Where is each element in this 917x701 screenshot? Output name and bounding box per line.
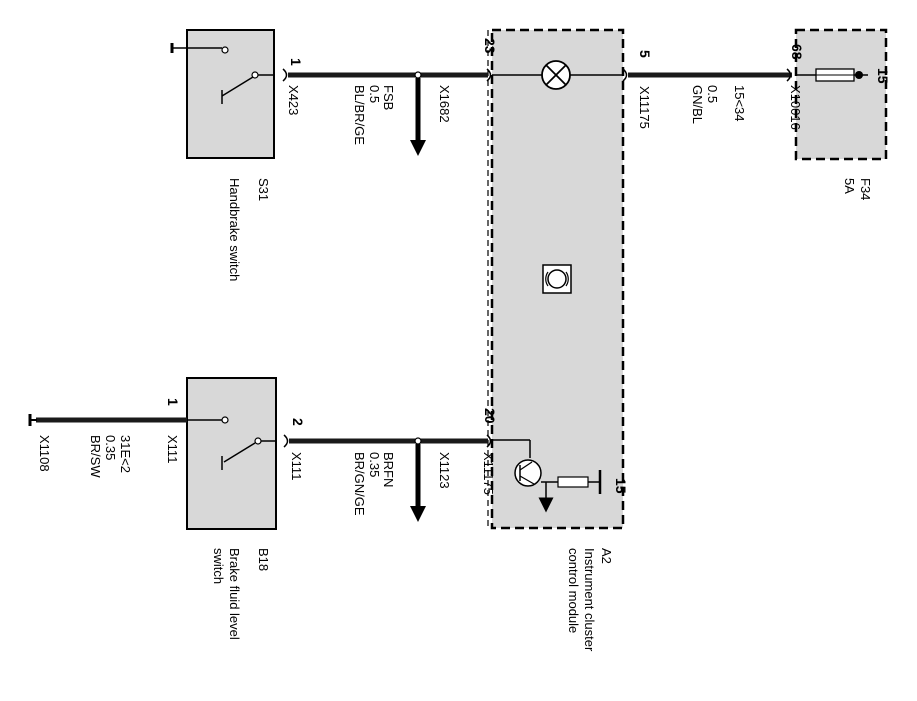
handbrake-connector-label: X423 (286, 85, 301, 115)
wire-bottom-size: 0.35 (367, 452, 382, 477)
brake-fluid-ground-connector: X111 (165, 435, 180, 463)
cluster-pin-top-left: 23 (482, 38, 498, 54)
ground-wire-ground-connector: X1108 (37, 435, 52, 472)
brake-fluid-switch-id: B18 (256, 548, 271, 571)
transistor-symbol-icon (492, 439, 602, 513)
wire-top-left-splice: X1682 (437, 85, 452, 123)
instrument-cluster-id: A2 (599, 548, 614, 564)
instrument-cluster-name-line1: Instrument cluster (582, 548, 597, 652)
brake-fluid-out-connector: X111 (289, 452, 304, 480)
wire-bottom-signal: BRFN (381, 452, 396, 487)
fuse-pin-in: 68 (789, 44, 805, 60)
handbrake-switch-component: 1 X423 S31 Handbrake switch (170, 29, 304, 281)
brake-fluid-switch-name-line1: Brake fluid level (227, 548, 242, 640)
wire-top-left: FSB 0.5 BL/BR/GE X1682 (282, 68, 492, 156)
switch-contact-icon (187, 416, 276, 470)
handbrake-switch-name: Handbrake switch (227, 178, 242, 281)
wire-top-left-size: 0.5 (367, 85, 382, 103)
wire-top-left-signal: FSB (381, 85, 396, 110)
connector-socket-icon (486, 434, 492, 448)
connector-socket-icon (486, 68, 492, 82)
connector-socket-icon (283, 434, 289, 448)
wire-top-right-size: 0.5 (705, 85, 720, 103)
brake-fluid-out-pin: 2 (290, 418, 306, 426)
fuse-connector: X10016 (788, 85, 803, 130)
wire-bottom-middle: BRFN 0.35 BR/GN/GE X1123 (283, 434, 492, 522)
cluster-pin-top-right: 5 (637, 50, 653, 58)
brake-fluid-switch-component: 1 X111 2 X111 B18 Brake fluid level swit… (165, 377, 306, 640)
lamp-symbol-icon (541, 60, 571, 90)
wire-top-left-color: BL/BR/GE (352, 85, 367, 145)
cluster-connector-bottom: X11175 (481, 452, 496, 495)
wire-top-right-color: GN/BL (690, 85, 705, 124)
switch-contact-icon (187, 46, 274, 104)
fuse-id: F34 (858, 178, 873, 200)
connector-socket-icon (622, 68, 628, 82)
ground-wire-size: 0.35 (103, 435, 118, 460)
wire-top-right-signal: 15<34 (732, 85, 747, 122)
ground-wire-signal: 31E<2 (118, 435, 133, 473)
ground-wire-color: BR/SW (88, 435, 103, 478)
splice-arrow-icon (410, 71, 426, 156)
handbrake-pin-label: 1 (288, 58, 304, 66)
fuse-rating: 5A (842, 178, 857, 194)
instrument-cluster-name-line2: control module (566, 548, 581, 633)
fuse-pin-terminal: 15 (875, 68, 891, 84)
wire-bottom-splice: X1123 (437, 452, 452, 489)
connector-socket-icon (282, 68, 288, 82)
cluster-pin-internal: 15 (613, 478, 629, 494)
cluster-pin-bottom-left: 20 (482, 408, 498, 424)
wire-top-right: 15<34 0.5 GN/BL (622, 68, 792, 124)
splice-arrow-icon (410, 437, 426, 522)
brake-warning-icon (542, 264, 572, 294)
handbrake-switch-box (186, 29, 275, 159)
ground-symbol-icon (170, 43, 187, 53)
cluster-connector-right: X11175 (637, 86, 652, 129)
wire-bottom-color: BR/GN/GE (352, 452, 367, 516)
connector-socket-icon (786, 68, 792, 82)
fuse-symbol-icon (796, 68, 868, 82)
ground-symbol-icon (28, 414, 37, 426)
ground-wire: 31E<2 0.35 BR/SW X1108 (28, 414, 187, 478)
handbrake-switch-id: S31 (256, 178, 271, 201)
instrument-cluster-component: 23 5 20 15 X11175 X11175 A2 Instrument c… (481, 28, 653, 652)
brake-fluid-switch-name-line2: switch (211, 548, 226, 584)
fuse-box (794, 28, 888, 161)
fuse-component: 68 15 X10016 F34 5A (788, 28, 891, 200)
brake-fluid-switch-box (186, 377, 277, 530)
brake-fluid-ground-pin: 1 (165, 398, 181, 406)
